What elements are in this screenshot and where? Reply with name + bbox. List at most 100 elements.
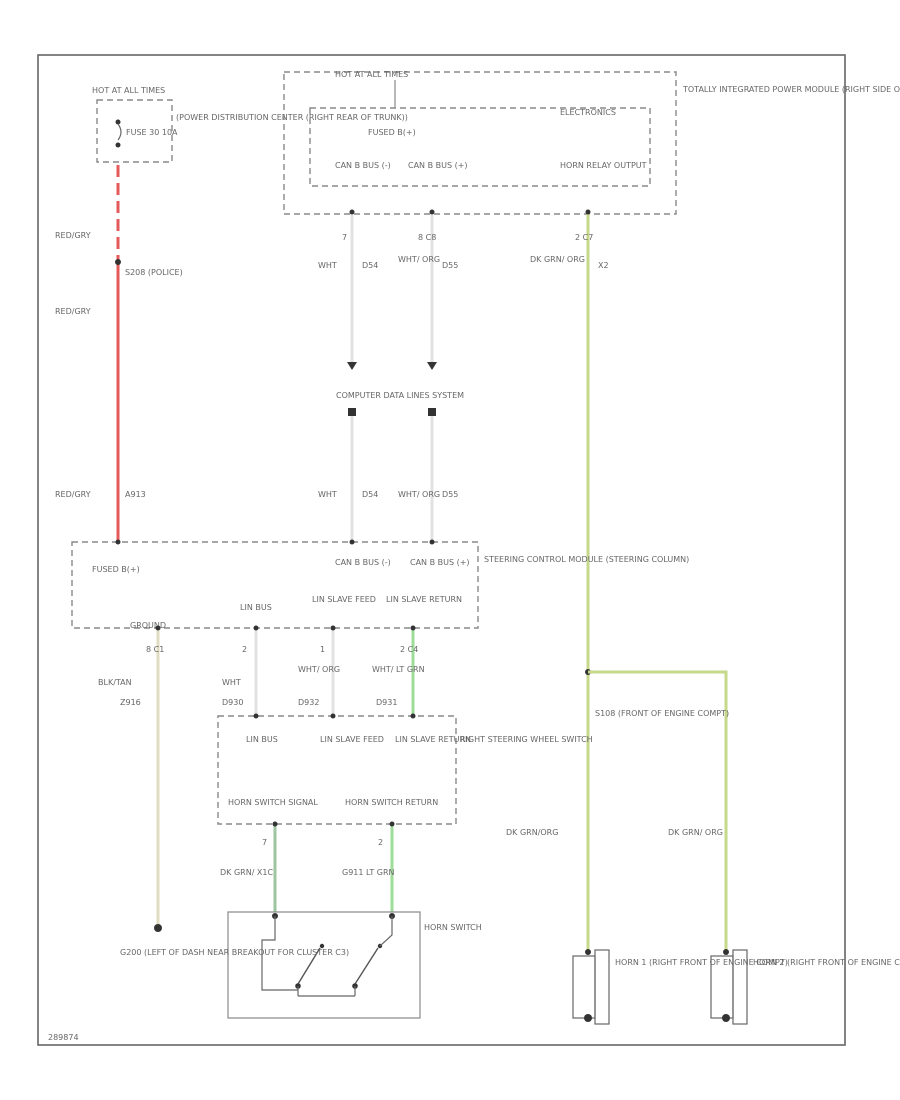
fuse-terminal-bottom (115, 142, 121, 148)
d55-label-2: D55 (442, 490, 458, 499)
arrow-d55 (427, 362, 437, 370)
d55-label-1: D55 (442, 261, 458, 270)
wht-lt-grn-label: WHT/ LT GRN (372, 665, 425, 674)
rsw-pin-lin-bus (253, 713, 259, 719)
horn-1-label: HORN 1 (RIGHT FRONT OF ENGINE COMPT) (615, 958, 788, 967)
scm-canb-minus-label: CAN B BUS (-) (335, 558, 391, 567)
horn-switch-blade-2 (354, 947, 379, 985)
d930-label: D930 (222, 698, 243, 707)
wht-org-label-2: WHT/ ORG (398, 490, 440, 499)
scm-name-label: STEERING CONTROL MODULE (STEERING COLUMN… (484, 555, 689, 564)
wht-label-1: WHT (318, 261, 337, 270)
fused-b-plus-label: FUSED B(+) (368, 128, 416, 137)
arrow-d54 (347, 362, 357, 370)
wht-label-3: WHT (222, 678, 241, 687)
tipm-pin-canb-plus (429, 209, 435, 215)
horn-switch-box (227, 911, 421, 1019)
pin-2-label: 2 (242, 645, 247, 654)
fuse-symbol (117, 123, 122, 141)
dk-grn-org-label-2: DK GRN/ORG (506, 828, 558, 837)
ground-g200 (154, 924, 162, 932)
scm-pin-lin-return (410, 625, 416, 631)
d54-label-1: D54 (362, 261, 378, 270)
scm-pin-lin-bus (253, 625, 259, 631)
scm-canb-plus-label: CAN B BUS (+) (410, 558, 470, 567)
rsw-pin-lin-feed (330, 713, 336, 719)
power-distribution-box (96, 99, 173, 163)
pin-8-c8-label: 8 C8 (418, 233, 436, 242)
ground-label: GROUND (130, 621, 166, 630)
pin-1-label: 1 (320, 645, 325, 654)
s108-label: S108 (FRONT OF ENGINE COMPT) (595, 709, 729, 718)
g911-label: G911 LT GRN (342, 868, 395, 877)
horn-2-symbol (710, 949, 748, 1025)
tipm-pin-canb-minus (349, 209, 355, 215)
wire-x2-branch (588, 670, 728, 952)
canb-minus-label-1: CAN B BUS (-) (335, 161, 391, 170)
electronics-box (309, 107, 651, 187)
red-gry-label-1: RED/GRY (55, 231, 91, 240)
rsw-pin-lin-return (410, 713, 416, 719)
cds-connector-left (348, 408, 356, 416)
horn-relay-label: HORN RELAY OUTPUT (560, 161, 647, 170)
pin-2-c4-label: 2 C4 (400, 645, 418, 654)
wht-label-2: WHT (318, 490, 337, 499)
scm-pin-ground (155, 625, 161, 631)
scm-pin-canb-plus (429, 539, 435, 545)
d932-label: D932 (298, 698, 319, 707)
cds-connector-right (428, 408, 436, 416)
lin-bus-label: LIN BUS (240, 603, 272, 612)
scm-box (71, 541, 479, 629)
canb-plus-label-1: CAN B BUS (+) (408, 161, 468, 170)
horn-switch-label: HORN SWITCH (424, 923, 482, 932)
rsw-pin-horn-signal (272, 821, 278, 827)
d931-label: D931 (376, 698, 397, 707)
cds-label: COMPUTER DATA LINES SYSTEM (336, 391, 464, 400)
horn-switch-blade-1 (297, 947, 321, 985)
d54-label-2: D54 (362, 490, 378, 499)
pin-7-label: 7 (342, 233, 347, 242)
horn-switch-circuit (261, 916, 298, 991)
wht-org-label-1: WHT/ ORG (398, 255, 440, 264)
z916-label: Z916 (120, 698, 141, 707)
splice-s208 (115, 259, 121, 265)
diagram-frame (37, 54, 846, 1046)
s208-label: S208 (POLICE) (125, 268, 183, 277)
g200-label: G200 (LEFT OF DASH NEAR BREAKOUT FOR CLU… (120, 948, 349, 957)
pin-7b-label: 7 (262, 838, 267, 847)
red-gry-label-2: RED/GRY (55, 307, 91, 316)
hot-at-all-times-label: HOT AT ALL TIMES (92, 86, 165, 95)
horn-sw-return-label: HORN SWITCH RETURN (345, 798, 438, 807)
rsw-lin-return-label: LIN SLAVE RETURN (395, 735, 471, 744)
scm-pin-fused (115, 539, 121, 545)
pin-8-c1-label: 8 C1 (146, 645, 164, 654)
horn-2-label: HORN 2 (RIGHT FRONT OF ENGINE COMPT) (753, 958, 900, 967)
scm-pin-lin-feed (330, 625, 336, 631)
horn-switch-return-path (379, 916, 393, 947)
a913-label: A913 (125, 490, 146, 499)
horn-sw-signal-label: HORN SWITCH SIGNAL (228, 798, 318, 807)
horn-switch-pivot-3 (319, 943, 325, 949)
dk-grn-org-label-3: DK GRN/ ORG (668, 828, 723, 837)
electronics-label: ELECTRONICS (560, 108, 616, 117)
rsw-name-label: RIGHT STEERING WHEEL SWITCH (460, 735, 593, 744)
rsw-lin-feed-label: LIN SLAVE FEED (320, 735, 384, 744)
rsw-box (217, 715, 457, 825)
rsw-pin-horn-return (389, 821, 395, 827)
tipm-box (283, 71, 677, 215)
pin-2b-label: 2 (378, 838, 383, 847)
horn-1-symbol (572, 949, 610, 1025)
tipm-name-label: TOTALLY INTEGRATED POWER MODULE (RIGHT S… (682, 85, 900, 94)
tipm-hot-label: HOT AT ALL TIMES (335, 70, 408, 79)
pin-2-c7-label: 2 C7 (575, 233, 593, 242)
tipm-pin-horn (585, 209, 591, 215)
rsw-lin-bus-label: LIN BUS (246, 735, 278, 744)
fuse-30-label: FUSE 30 10A (126, 128, 178, 137)
wht-org-label-3: WHT/ ORG (298, 665, 340, 674)
figure-id: 289874 (48, 1033, 79, 1042)
fuse-terminal-top (115, 119, 121, 125)
lin-slave-feed-label: LIN SLAVE FEED (312, 595, 376, 604)
scm-fused-label: FUSED B(+) (92, 565, 140, 574)
power-distribution-label: (POWER DISTRIBUTION CENTER (RIGHT REAR O… (176, 113, 408, 122)
